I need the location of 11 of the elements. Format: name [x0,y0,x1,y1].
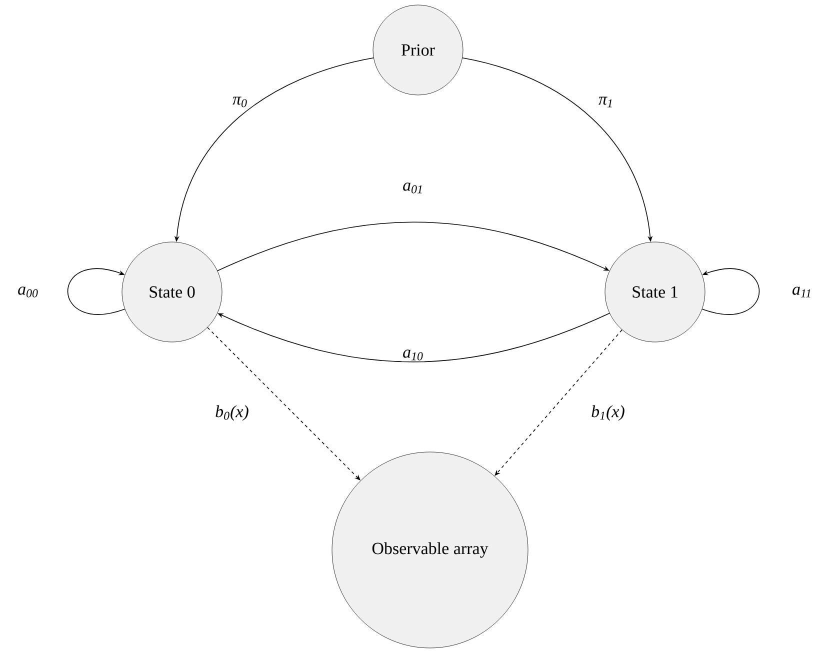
edge-label: a$_{00}$ [16,286,40,298]
arrow [494,329,622,476]
edge-label: b$_{0}$(x) [214,404,250,422]
edge-label: a$_{10}$ [402,348,424,362]
edge-label: π$_{1}$ [598,96,614,108]
edge-label: a$_{11}$ [791,286,813,298]
edge-label: π$_{0}$ [232,96,248,108]
arrow [702,268,760,315]
edge-label: a$_{01}$ [402,182,424,194]
edge-label: b$_{1}$(x) [590,404,626,422]
arrow [67,268,126,315]
